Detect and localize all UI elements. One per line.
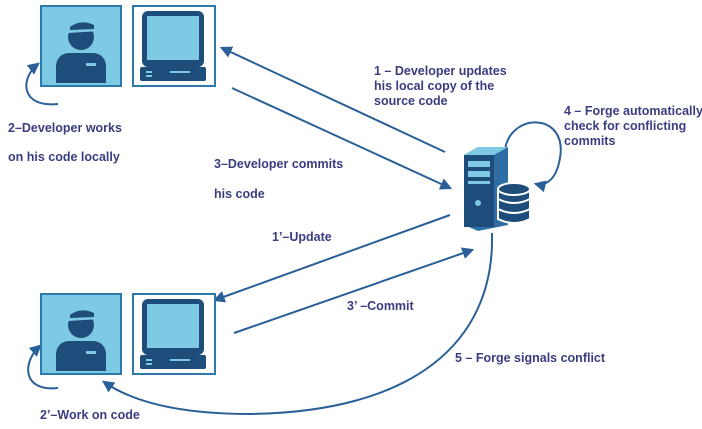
forge-loop-arrow [504, 121, 562, 193]
commit-arrow [231, 87, 453, 190]
step-3-developer-commits-label: 3–Developer commits his code [214, 157, 344, 201]
developer-person-icon-2 [40, 293, 122, 375]
workstation-monitor-icon-2 [132, 293, 216, 375]
step-2b-work-on-code-label: 2’–Work on code [40, 408, 140, 422]
conflict-arrow [102, 232, 494, 416]
step-1-developer-updates-label: 1 – Developer updates his local copy of … [374, 64, 507, 108]
step-1b-update-label: 1’–Update [272, 230, 332, 244]
step-4-forge-check-label: 4 – Forge automatically check for confli… [564, 104, 702, 148]
developer-loop-arrow [25, 62, 59, 106]
commit-arrow-2 [233, 247, 475, 334]
update-arrow [219, 46, 446, 153]
workstation-monitor-icon [132, 5, 216, 87]
step-3b-commit-label: 3’ –Commit [347, 299, 414, 313]
step-2-developer-works-label: 2–Developer works on his code locally [8, 121, 122, 164]
developer-loop-arrow-2 [27, 344, 59, 390]
update-arrow-2 [212, 214, 451, 303]
step-5-forge-signals-label: 5 – Forge signals conflict [455, 351, 606, 365]
developer-person-icon [40, 5, 122, 87]
server-database-icon [464, 147, 531, 231]
